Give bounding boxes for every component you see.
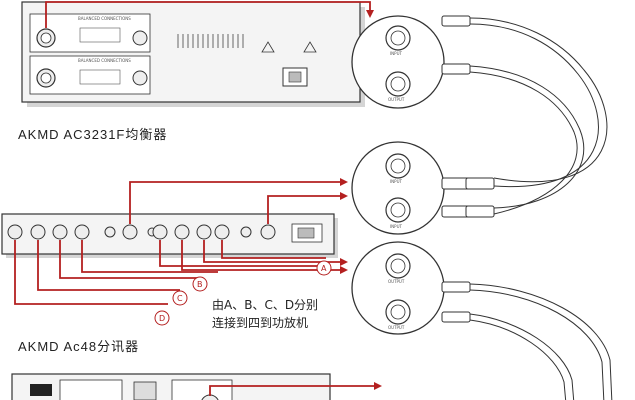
wire-channel-1 [14, 240, 168, 305]
note-text: 由A、B、C、D分别 连接到四到功放机 [212, 296, 318, 332]
warning-icon [303, 41, 317, 53]
marker-d-label: D [159, 314, 165, 323]
marker-b: B [192, 276, 208, 292]
marker-a: A [316, 260, 332, 276]
wire-eq-to-top-disc [45, 1, 374, 28]
power-inlet [297, 227, 315, 239]
wire-d [221, 240, 326, 259]
xlr-disc-middle: INPUT INPUT [351, 141, 445, 235]
xlr-cable [469, 17, 613, 400]
marker-c-label: C [177, 294, 183, 303]
note-line-1: 由A、B、C、D分别 [212, 298, 319, 312]
svg-text:INPUT: INPUT [390, 224, 403, 229]
wire-c [159, 240, 326, 267]
warning-icon [261, 41, 275, 53]
xlr-plug [441, 15, 495, 323]
splitter-jacks [7, 224, 276, 240]
wire-channel-2 [37, 240, 180, 291]
svg-text:BALANCED CONNECTIONS: BALANCED CONNECTIONS [78, 58, 131, 63]
svg-text:INPUT: INPUT [390, 51, 403, 56]
splitter-device [1, 213, 338, 258]
svg-text:INPUT: INPUT [390, 179, 403, 184]
svg-text:BALANCED CONNECTIONS: BALANCED CONNECTIONS [78, 16, 131, 21]
wire-channel-4 [81, 240, 218, 273]
wire-splitter-to-middle-disc-2 [267, 192, 348, 224]
wire-splitter-to-middle-disc-1 [129, 178, 348, 224]
svg-text:OUTPUT: OUTPUT [388, 97, 405, 102]
equalizer-device: BALANCED CONNECTIONS BALANCED CONNECTION… [21, 1, 365, 107]
wire-amplifier [209, 382, 382, 396]
xlr-disc-top: INPUT OUTPUT [351, 15, 445, 109]
svg-text:OUTPUT: OUTPUT [388, 325, 405, 330]
marker-d: D [154, 310, 170, 326]
marker-c: C [172, 290, 188, 306]
connection-markers: A B C D [154, 260, 332, 326]
equalizer-vents [177, 34, 244, 48]
wire-channel-3 [59, 240, 200, 279]
marker-b-label: B [197, 280, 203, 289]
note-line-2: 连接到四到功放机 [212, 316, 309, 330]
wire-a [203, 240, 348, 266]
splitter-label: AKMD Ac48分讯器 [18, 339, 140, 354]
wire-b [181, 240, 348, 274]
signal-wires [14, 1, 382, 396]
equalizer-channel-a-panel: BALANCED CONNECTIONS [29, 13, 151, 53]
xlr-disc-bottom: OUTPUT OUTPUT [351, 241, 445, 335]
equalizer-label: AKMD AC3231F均衡器 [18, 127, 168, 142]
amplifier-device [11, 373, 331, 400]
equalizer-channel-b-panel: BALANCED CONNECTIONS [29, 55, 151, 95]
svg-text:OUTPUT: OUTPUT [388, 279, 405, 284]
marker-a-label: A [321, 264, 327, 273]
